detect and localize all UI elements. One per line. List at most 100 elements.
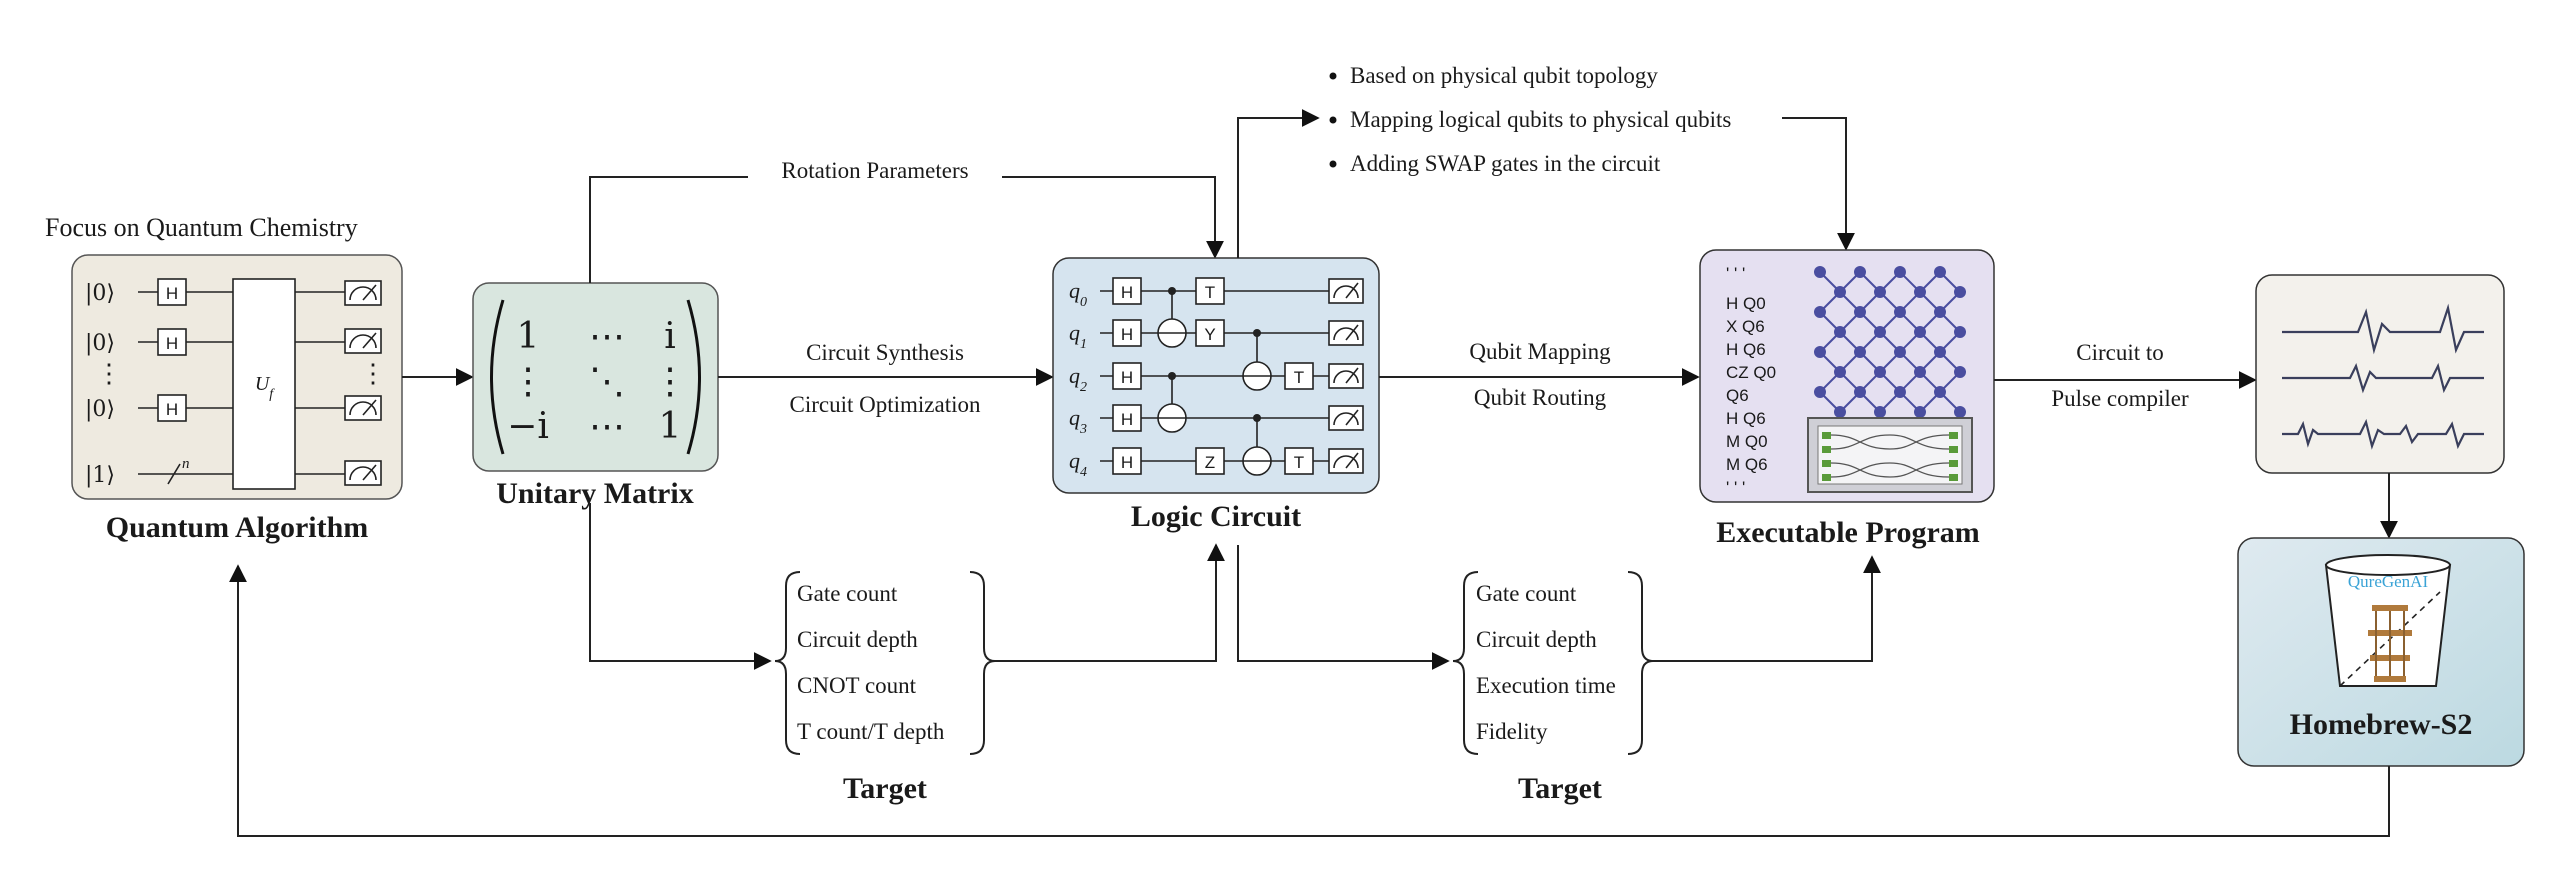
qubit-node (1874, 326, 1886, 338)
h-gate: H (1121, 325, 1133, 344)
qubit-node (1874, 366, 1886, 378)
h-gate: H (1121, 410, 1133, 429)
qubit-node (1814, 346, 1826, 358)
ket-4: |1⟩ (85, 463, 115, 488)
matrix-cell: ⋮ (652, 361, 688, 402)
ket-dots: ⋮ (96, 359, 122, 389)
h-gate: H (1121, 453, 1133, 472)
svg-text:CZ Q0: CZ Q0 (1726, 363, 1776, 382)
mapping-bullets: Based on physical qubit topology Mapping… (1329, 63, 1731, 176)
target-item: Gate count (797, 581, 898, 606)
qubit-routing-label: Qubit Routing (1474, 385, 1607, 410)
h-gate: H (1121, 368, 1133, 387)
ket-3: |0⟩ (85, 397, 115, 422)
h-gate: H (166, 284, 178, 303)
qubit-node (1934, 306, 1946, 318)
qubit-label: q2 (1069, 363, 1087, 395)
qubit-node (1894, 306, 1906, 318)
qubit-node (1854, 306, 1866, 318)
h-gate: H (166, 334, 178, 353)
h-gate: H (166, 400, 178, 419)
matrix-cell: ⋮ (510, 361, 546, 402)
matrix-cell: ⋯ (589, 316, 625, 357)
measure-icon (1328, 405, 1364, 431)
rotation-parameters-label: Rotation Parameters (781, 158, 968, 183)
target-item: Circuit depth (797, 627, 918, 652)
pulse-waveform (2282, 362, 2484, 394)
measure-icon (1328, 278, 1364, 304)
qubit-node (1954, 366, 1966, 378)
qubit-node (1814, 386, 1826, 398)
qubit-node (1874, 406, 1886, 418)
target-right: Gate count Circuit depth Execution time … (1452, 571, 1654, 805)
executable-program-title: Executable Program (1716, 516, 1980, 549)
t-gate: T (1294, 453, 1304, 472)
unitary-matrix-title: Unitary Matrix (496, 477, 693, 510)
logic-circuit-block: q0 q1 q2 q3 q4 H H H H H T Y Z (1052, 257, 1380, 533)
target-item: Gate count (1476, 581, 1577, 606)
qubit-node (1914, 326, 1926, 338)
register-size: n (182, 456, 190, 472)
target-item: Fidelity (1476, 719, 1548, 744)
measure-icon (1328, 320, 1364, 346)
matrix-cell: ⋱ (589, 361, 625, 402)
measure-icon (344, 280, 382, 306)
qubit-node (1894, 386, 1906, 398)
target-item: T count/T depth (797, 719, 945, 744)
homebrew-title: Homebrew-S2 (2290, 708, 2473, 741)
qubit-node (1854, 346, 1866, 358)
measure-icon (1328, 363, 1364, 389)
qubit-label: q4 (1069, 448, 1087, 480)
circuit-synthesis-label: Circuit Synthesis (806, 340, 964, 365)
measure-icon (1328, 448, 1364, 474)
bullet-item: Adding SWAP gates in the circuit (1350, 151, 1661, 176)
pulse-waveform (2282, 418, 2484, 450)
qubit-label: q3 (1069, 405, 1087, 437)
qubit-node (1934, 346, 1946, 358)
svg-text:M Q6: M Q6 (1726, 455, 1768, 474)
svg-text:' ' ': ' ' ' (1726, 478, 1745, 497)
qubit-node (1914, 366, 1926, 378)
pulse-panel (2255, 274, 2505, 474)
logic-circuit-title: Logic Circuit (1131, 500, 1301, 533)
dilution-fridge-icon (2368, 605, 2412, 682)
hardware-block: QureGenAI Homebrew-S2 (2237, 537, 2525, 767)
qubit-mapping-label: Qubit Mapping (1469, 339, 1611, 364)
target-title: Target (1518, 772, 1602, 805)
bullet-item: Mapping logical qubits to physical qubit… (1350, 107, 1731, 132)
qubit-node (1954, 286, 1966, 298)
ket-1: |0⟩ (85, 331, 115, 356)
measure-icon (344, 328, 382, 354)
qubit-node (1834, 326, 1846, 338)
qubit-node (1934, 386, 1946, 398)
svg-text:X Q6: X Q6 (1726, 317, 1765, 336)
qubit-node (1914, 286, 1926, 298)
qubit-topology-icon (1814, 266, 1966, 418)
quantum-algorithm-title: Quantum Algorithm (106, 511, 369, 544)
svg-text:H Q6: H Q6 (1726, 340, 1766, 359)
qubit-node (1914, 406, 1926, 418)
svg-text:Q6: Q6 (1726, 386, 1749, 405)
qubit-node (1854, 386, 1866, 398)
qubit-node (1954, 406, 1966, 418)
svg-text:M Q0: M Q0 (1726, 432, 1768, 451)
unitary-matrix-block: 1 ⋯ i ⋮ ⋱ ⋮ −i ⋯ 1 Unitary Matrix (472, 282, 719, 510)
qubit-label: q0 (1069, 278, 1087, 310)
focus-label: Focus on Quantum Chemistry (45, 213, 358, 242)
ket-0: |0⟩ (85, 281, 115, 306)
target-title: Target (843, 772, 927, 805)
matrix-cell: ⋯ (589, 406, 625, 447)
svg-text:H Q0: H Q0 (1726, 294, 1766, 313)
qubit-node (1814, 306, 1826, 318)
matrix-cell: −i (507, 406, 549, 447)
bullet-item: Based on physical qubit topology (1350, 63, 1658, 88)
qubit-node (1834, 406, 1846, 418)
qubit-node (1834, 366, 1846, 378)
target-item: Execution time (1476, 673, 1616, 698)
circuit-optimization-label: Circuit Optimization (790, 392, 981, 417)
routing-board-icon (1807, 417, 1973, 493)
matrix-cell: i (664, 316, 676, 357)
circuit-to-label: Circuit to (2076, 340, 2164, 365)
